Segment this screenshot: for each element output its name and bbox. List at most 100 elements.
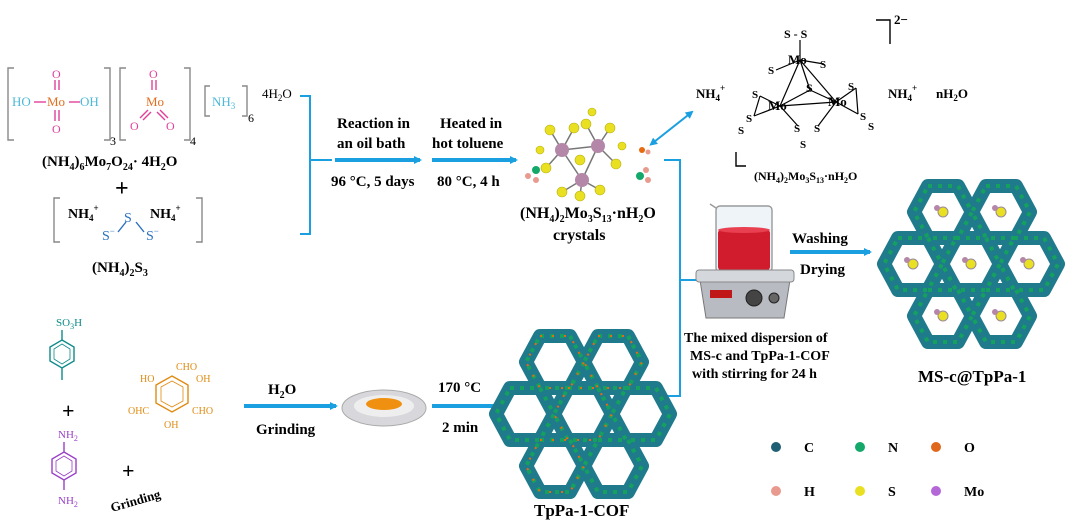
cluster-s-7: S — [746, 113, 752, 125]
molybdate-formula: (NH4)6Mo7O24· 4H2O — [42, 154, 177, 173]
legend-label-s: S — [888, 485, 896, 500]
legend-label-mo: Mo — [964, 485, 984, 500]
step4-temp: 170 °C — [438, 380, 481, 396]
subscript-6: 6 — [248, 111, 254, 125]
aldehyde-structure: CHO HO OH OHC CHO OH — [128, 362, 213, 431]
cluster-formula: (NH4)2Mo3S13·nH2O — [754, 169, 857, 185]
mo-label-2: Mo — [146, 94, 164, 109]
cluster-s-3: S — [752, 89, 758, 101]
drying-label: Drying — [800, 262, 846, 278]
legend-label-h: H — [804, 485, 815, 500]
molybdate-structure: HO Mo OH O O 3 Mo O O O 4 NH3 6 4H2O (NH… — [7, 67, 292, 173]
o-top-2: O — [149, 67, 158, 81]
step2-line1: Heated in — [440, 116, 503, 132]
mo-label: Mo — [47, 94, 65, 109]
legend-swatch-s — [855, 486, 865, 496]
so3h-label: SO3H — [56, 317, 82, 331]
cluster-s-11: S — [800, 139, 806, 151]
cluster-ammonium-right: NH4+ — [888, 83, 917, 103]
legend-swatch-c — [771, 442, 781, 452]
cluster-ammonium-left: NH4+ — [696, 83, 725, 103]
product-label: MS-c@TpPa-1 — [918, 367, 1026, 386]
legend-label-c: C — [804, 441, 814, 456]
mixing-line3: with stirring for 24 h — [692, 367, 817, 382]
subscript-3: 3 — [110, 134, 116, 148]
cluster-s-10: S — [868, 121, 874, 133]
left-bracket — [7, 67, 14, 141]
ammonium-left: NH4+ — [68, 203, 99, 223]
crystals-label: crystals — [553, 227, 605, 244]
cluster-s-1: S — [768, 65, 774, 77]
ammonium-right: NH4+ — [150, 203, 181, 223]
cluster-s-4: S — [848, 81, 854, 93]
cof-label: TpPa-1-COF — [534, 501, 629, 520]
step1-line1: Reaction in — [337, 116, 411, 132]
zoom-double-arrow — [649, 110, 694, 146]
o-top: O — [52, 67, 61, 81]
subscript-4: 4 — [190, 134, 196, 148]
ohc-left: OHC — [128, 406, 149, 417]
step1-line2: an oil bath — [337, 136, 406, 152]
ho-upper-left: HO — [140, 374, 154, 385]
diamine-structure: NH2 NH2 — [51, 429, 78, 509]
nh3-label: NH3 — [212, 94, 236, 111]
nh2-top: NH2 — [58, 429, 78, 443]
cluster-s-center: S — [806, 81, 813, 95]
cluster-structure: 2− S - S Mo Mo Mo S S S S S S S S S S S … — [696, 12, 968, 185]
cho-top: CHO — [176, 362, 197, 373]
step2-condition: 80 °C, 4 h — [437, 174, 500, 190]
product-framework — [877, 179, 1065, 349]
cluster-water: nH2O — [936, 86, 968, 103]
oh-label: OH — [80, 94, 99, 109]
cluster-s-2: S — [820, 59, 826, 71]
legend-label-o: O — [964, 441, 975, 456]
legend-swatch-h — [771, 486, 781, 496]
mortar-dish-icon — [341, 389, 427, 427]
crystals-formula: (NH4)2Mo3S13·nH2O — [520, 205, 656, 225]
oh-bottom: OH — [164, 420, 178, 431]
sulfide-2: S — [124, 211, 132, 226]
cluster-charge: 2− — [894, 12, 908, 27]
cluster-mo-left: Mo — [768, 98, 787, 113]
cluster-mo-right: Mo — [828, 94, 847, 109]
washing-label: Washing — [792, 231, 848, 247]
o-bottom: O — [52, 122, 61, 136]
sulfide-3: S− — [146, 226, 159, 244]
legend-swatch-mo — [931, 486, 941, 496]
legend-swatch-o — [931, 442, 941, 452]
step2-line2: hot toluene — [432, 136, 504, 152]
crystal-ball-model — [525, 107, 651, 202]
cluster-s-5: S — [794, 123, 800, 135]
step1-condition: 96 °C, 5 days — [331, 174, 415, 190]
merge-bracket — [664, 159, 681, 397]
cluster-mo-top: Mo — [788, 52, 807, 67]
step3-water: H2O — [268, 382, 296, 401]
polysulfide-structure: NH4+ NH4+ S− S S− (NH4)2S3 — [53, 197, 203, 279]
cluster-s-8: S — [738, 125, 744, 137]
nh2-bottom: NH2 — [58, 495, 78, 509]
cluster-s-6: S — [814, 123, 820, 135]
cluster-s-9: S — [860, 111, 866, 123]
mixing-line2: MS-c and TpPa-1-COF — [690, 349, 830, 364]
mixing-line1: The mixed dispersion of — [684, 331, 828, 346]
sulfide-1: S− — [102, 226, 115, 244]
ho-label: HO — [12, 94, 31, 109]
cluster-top-disulfide: S - S — [784, 27, 808, 41]
water-label: 4H2O — [262, 86, 292, 103]
grinding-slanted: Grinding — [109, 486, 163, 515]
combine-bracket — [300, 95, 311, 235]
legend-label-n: N — [888, 441, 898, 456]
legend-swatch-n — [855, 442, 865, 452]
o-left-2: O — [130, 119, 139, 133]
stirrer-beaker-icon — [695, 203, 795, 319]
o-right-2: O — [166, 119, 175, 133]
right-bracket — [104, 67, 111, 141]
atom-legend: C N O H S Mo — [771, 441, 984, 500]
tosylic-acid-structure: SO3H — [49, 317, 82, 380]
oh-upper-right: OH — [196, 374, 210, 385]
step4-time: 2 min — [442, 420, 479, 436]
cho-right: CHO — [192, 406, 213, 417]
step3-grinding: Grinding — [256, 422, 316, 438]
